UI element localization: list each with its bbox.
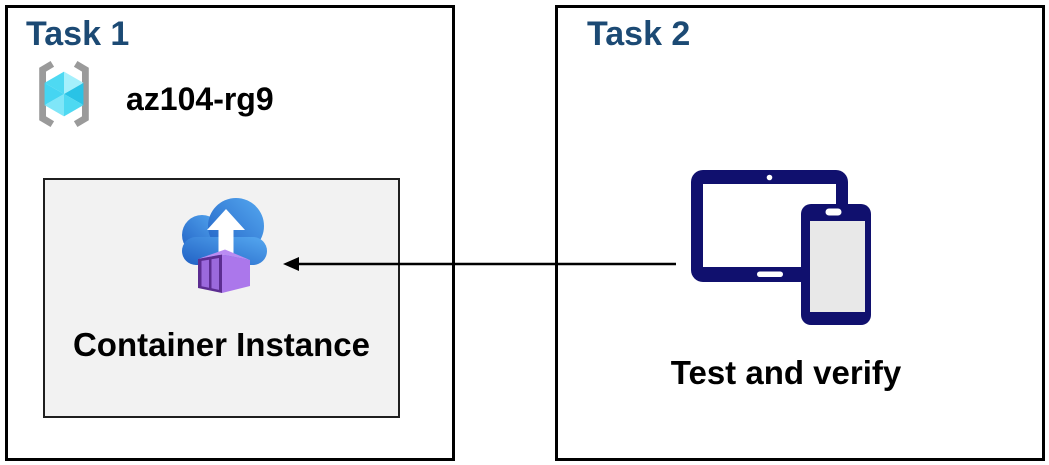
test-and-verify-label: Test and verify bbox=[670, 354, 902, 391]
task2-panel: Task 2 Test and verify bbox=[555, 5, 1045, 461]
container-instance-box: Container Instance bbox=[43, 178, 400, 418]
tablet-phone-devices-icon bbox=[688, 167, 878, 327]
container-instance-label: Container Instance bbox=[72, 326, 371, 363]
task2-title: Task 2 bbox=[587, 15, 691, 53]
container-instance-icon bbox=[181, 197, 271, 313]
resource-group-icon bbox=[29, 58, 99, 130]
resource-group: az104-rg9 bbox=[29, 58, 274, 130]
task1-title: Task 1 bbox=[26, 15, 130, 53]
resource-group-name: az104-rg9 bbox=[126, 80, 274, 117]
task1-panel: Task 1 az104-rg9 bbox=[5, 5, 455, 461]
